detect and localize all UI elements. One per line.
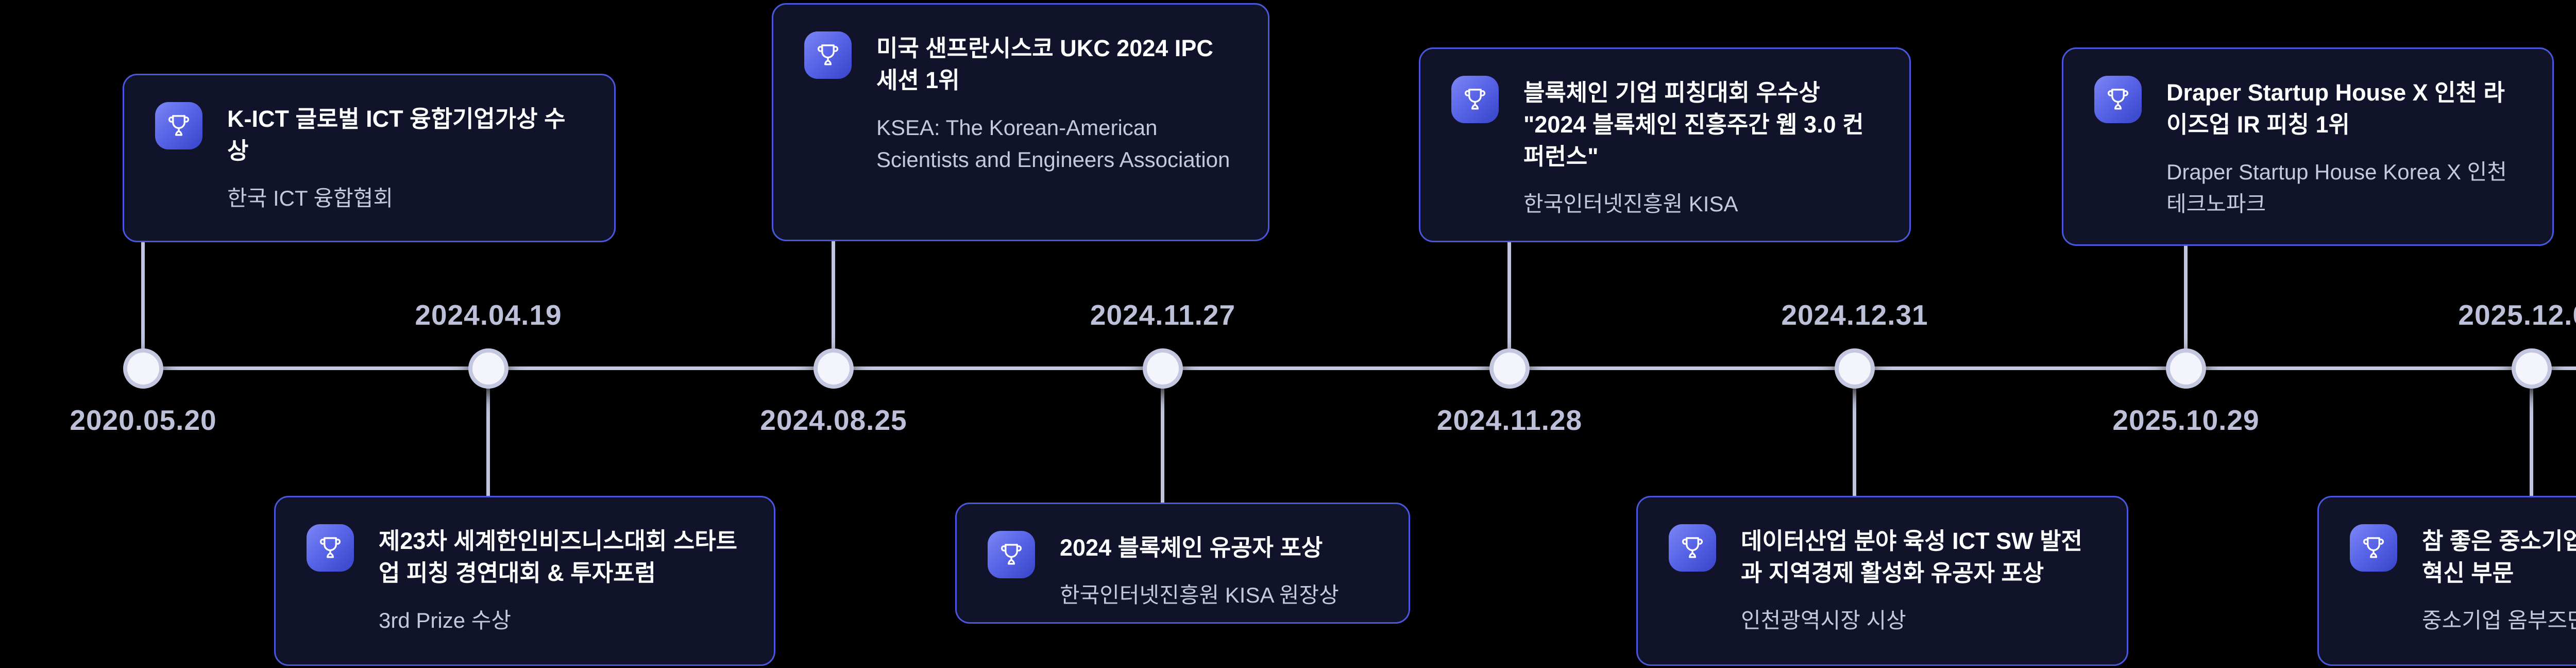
award-card: 제23차 세계한인비즈니스대회 스타트업 피칭 경연대회 & 투자포럼 3rd … — [274, 496, 775, 666]
connector-line — [1853, 369, 1856, 496]
award-card: K-ICT 글로벌 ICT 융합기업가상 수상 한국 ICT 융합협회 — [123, 74, 616, 242]
award-organization: 한국인터넷진흥원 KISA — [1523, 192, 1738, 216]
award-organization: 중소기업 옴부즈만지원단 — [2422, 608, 2576, 632]
trophy-icon — [988, 531, 1035, 578]
timeline-node — [1835, 348, 1875, 389]
connector-line — [2184, 246, 2188, 369]
timeline-node — [814, 348, 854, 389]
award-card: 블록체인 기업 피칭대회 우수상 "2024 블록체인 진흥주간 웹 3.0 컨… — [1419, 47, 1911, 242]
timeline-node — [123, 348, 163, 389]
award-title: 2024 블록체인 유공자 포상 — [1060, 535, 1323, 561]
connector-line — [486, 369, 490, 496]
connector-line — [832, 241, 835, 369]
award-title: 미국 샌프란시스코 UKC 2024 IPC 세션 1위 — [876, 35, 1213, 93]
award-title: 참 좋은 중소기업·소상공인 대상 기술혁신 부문 — [2422, 528, 2576, 586]
event-date: 2024.08.25 — [760, 404, 907, 436]
trophy-icon — [307, 524, 354, 572]
trophy-icon — [155, 102, 202, 149]
award-organization: Draper Startup House Korea X 인천테크노파크 — [2166, 160, 2507, 216]
timeline-node — [2166, 348, 2206, 389]
event-date: 2025.10.29 — [2112, 404, 2260, 436]
connector-line — [2530, 369, 2533, 496]
award-card: 미국 샌프란시스코 UKC 2024 IPC 세션 1위 KSEA: The K… — [772, 3, 1269, 241]
award-organization: 3rd Prize 수상 — [379, 608, 512, 632]
award-organization: 한국 ICT 융합협회 — [227, 186, 394, 210]
trophy-icon — [2350, 524, 2397, 572]
trophy-icon — [1451, 76, 1499, 123]
trophy-icon — [804, 31, 852, 79]
event-date: 2020.05.20 — [70, 404, 217, 436]
award-card: 데이터산업 분야 육성 ICT SW 발전과 지역경제 활성화 유공자 포상 인… — [1636, 496, 2128, 666]
award-title: 블록체인 기업 피칭대회 우수상 "2024 블록체인 진흥주간 웹 3.0 컨… — [1523, 79, 1864, 170]
award-organization: KSEA: The Korean-American Scientists and… — [876, 115, 1230, 172]
timeline-axis — [143, 366, 2576, 370]
connector-line — [1507, 242, 1511, 369]
award-card: Draper Startup House X 인천 라이즈업 IR 피칭 1위 … — [2062, 47, 2554, 246]
award-title: 데이터산업 분야 육성 ICT SW 발전과 지역경제 활성화 유공자 포상 — [1741, 528, 2082, 586]
award-card: 2024 블록체인 유공자 포상 한국인터넷진흥원 KISA 원장상 — [955, 503, 1410, 624]
connector-line — [141, 242, 145, 369]
timeline-node — [2512, 348, 2552, 389]
timeline-node — [1489, 348, 1530, 389]
timeline-node — [1143, 348, 1183, 389]
timeline-node — [468, 348, 509, 389]
event-date: 2024.12.31 — [1781, 299, 1928, 331]
award-organization: 인천광역시장 시상 — [1741, 608, 1906, 632]
award-title: 제23차 세계한인비즈니스대회 스타트업 피칭 경연대회 & 투자포럼 — [379, 528, 738, 586]
event-date: 2024.11.27 — [1090, 299, 1236, 331]
award-organization: 한국인터넷진흥원 KISA 원장상 — [1060, 583, 1339, 607]
trophy-icon — [1669, 524, 1716, 572]
event-date: 2024.04.19 — [415, 299, 562, 331]
trophy-icon — [2094, 76, 2142, 123]
connector-line — [1161, 369, 1164, 503]
award-title: Draper Startup House X 인천 라이즈업 IR 피칭 1위 — [2166, 79, 2505, 138]
award-card: 참 좋은 중소기업·소상공인 대상 기술혁신 부문 중소기업 옴부즈만지원단 — [2317, 496, 2576, 666]
award-title: K-ICT 글로벌 ICT 융합기업가상 수상 — [227, 106, 566, 164]
event-date: 2025.12.04 — [2458, 299, 2576, 331]
event-date: 2024.11.28 — [1436, 404, 1583, 436]
